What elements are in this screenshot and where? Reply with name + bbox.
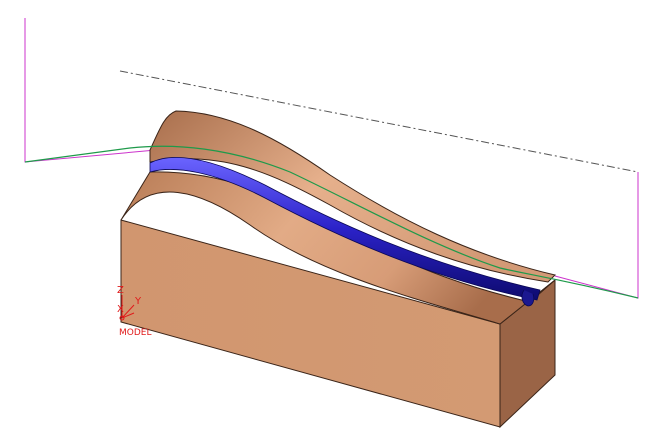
triad-z-label: Z [117,285,124,296]
triad-y-label: Y [134,296,142,307]
groove-slot[interactable] [149,156,541,301]
coordinate-triad: Z Y X MODEL [117,285,151,338]
center-axis-line [119,70,639,173]
groove-end-cap [521,289,535,307]
toolpath-curve[interactable] [24,145,639,299]
block-top-surface-back[interactable] [149,110,556,283]
triad-csys-label: MODEL [119,328,151,338]
triad-x-label: X [117,304,124,315]
